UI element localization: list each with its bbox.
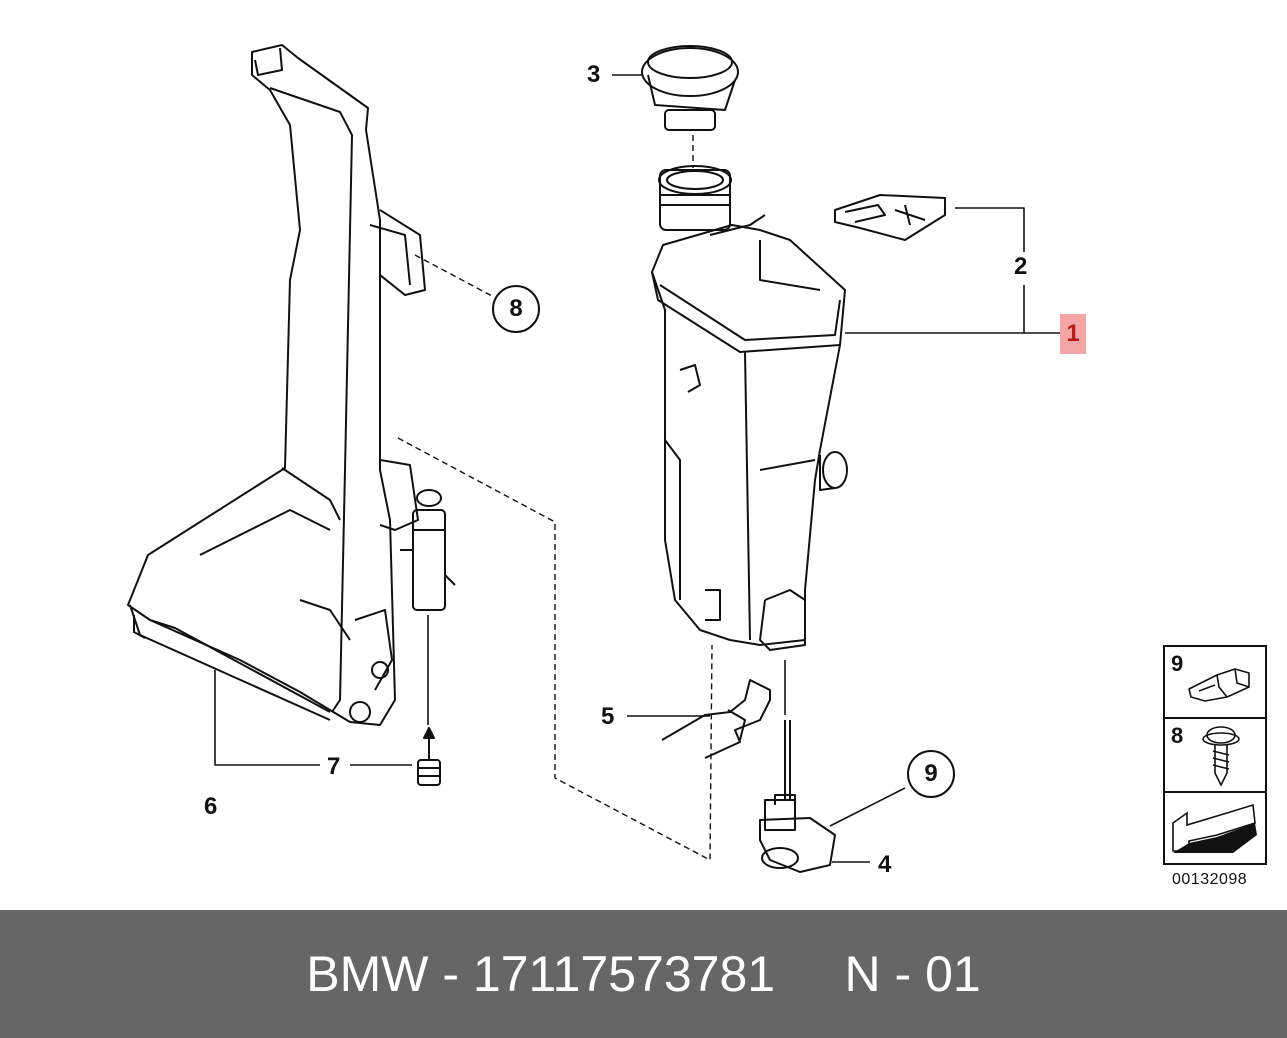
callout-7: 7	[327, 753, 341, 780]
drain-plug-part	[417, 727, 441, 786]
callout-3: 3	[587, 61, 601, 88]
callout-1: 1	[1066, 320, 1080, 347]
legend-num-9: 9	[1171, 651, 1184, 676]
label-plate-part	[834, 194, 946, 241]
connector-icon	[1188, 668, 1250, 702]
sensor-part	[759, 720, 836, 873]
diagram-id: 00132098	[1172, 871, 1248, 888]
footer-bar: BMW - 17117573781 N - 01	[0, 910, 1287, 1038]
callout-2: 2	[1014, 253, 1028, 280]
legend-row-connector: 9	[1165, 647, 1265, 719]
legend-row-arrow	[1165, 793, 1265, 863]
legend-row-screw: 8	[1165, 719, 1265, 793]
cap-part	[641, 45, 739, 131]
part-number-title: BMW - 17117573781 N - 01	[306, 946, 981, 1002]
screw-icon	[1202, 726, 1240, 787]
legend-num-8: 8	[1171, 723, 1184, 748]
callout-8: 8	[509, 295, 523, 322]
callout-5: 5	[601, 703, 615, 730]
shroud-bracket-part	[127, 44, 426, 726]
dashed-lines	[397, 135, 713, 861]
filler-neck-part	[400, 489, 456, 611]
leader-lines	[214, 74, 1060, 863]
parts-diagram	[127, 44, 1060, 873]
expansion-tank-part	[651, 165, 848, 651]
callout-1-highlight: 1	[1060, 314, 1086, 354]
arrow-icon	[1172, 803, 1257, 853]
callout-9-circle: 9	[907, 750, 955, 798]
callout-9: 9	[924, 760, 938, 787]
callout-8-circle: 8	[492, 285, 540, 333]
callout-4: 4	[878, 851, 892, 878]
callout-6: 6	[204, 793, 218, 820]
clip-part	[661, 679, 771, 759]
legend-box: 9 8	[1163, 645, 1267, 865]
